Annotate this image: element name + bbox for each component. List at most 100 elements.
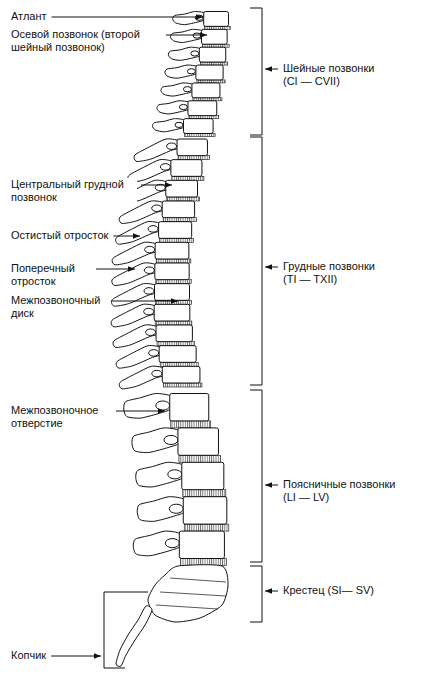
vertebral-arch <box>132 428 180 453</box>
vertebral-body <box>154 304 190 321</box>
leader-arrow <box>113 236 140 237</box>
intervertebral-disc <box>184 524 229 531</box>
transverse-process <box>183 87 191 92</box>
transverse-process <box>149 350 159 357</box>
intervertebral-disc <box>163 383 202 387</box>
coccyx-shape <box>116 606 152 667</box>
region-bracket <box>250 390 262 562</box>
vertebral-body <box>156 325 192 342</box>
vertebral-arch <box>134 139 179 162</box>
vertebral-arch <box>111 304 156 327</box>
transverse-process <box>152 370 162 377</box>
vertebral-body <box>166 180 198 197</box>
vertebral-body <box>204 12 229 27</box>
vertebral-arch <box>165 65 198 78</box>
leader-arrow <box>141 185 172 186</box>
leader-lines <box>51 17 278 656</box>
intervertebral-disc <box>171 421 211 428</box>
leader-arrow <box>52 17 203 18</box>
vertebral-arch <box>119 366 164 389</box>
vertebral-arch <box>170 29 203 42</box>
vertebral-arch <box>137 497 185 522</box>
transverse-process <box>179 104 187 109</box>
transverse-process <box>165 539 179 548</box>
part-label: Остистый отросток <box>10 229 109 242</box>
vertebral-body <box>183 119 213 134</box>
transverse-process <box>164 435 178 444</box>
vertebral-body <box>162 366 200 383</box>
vertebral-arch <box>124 393 172 418</box>
vertebral-arch <box>113 325 158 348</box>
leader-arrow <box>265 69 278 70</box>
leader-arrow <box>111 301 178 302</box>
transverse-process <box>191 51 199 56</box>
region-label: Поясничные позвонки (LI — LV) <box>282 478 409 504</box>
vertebral-arch <box>112 242 157 265</box>
transverse-process <box>144 308 154 315</box>
transverse-process <box>156 401 170 410</box>
intervertebral-disc <box>178 156 209 160</box>
part-label: Осевой позвонок (второй шейный позвонок) <box>10 28 162 54</box>
transverse-process <box>175 122 183 127</box>
vertebral-body <box>159 222 192 239</box>
transverse-process <box>160 164 170 171</box>
vertebral-arch <box>116 221 161 244</box>
vertebral-body <box>202 29 228 44</box>
intervertebral-disc <box>179 455 221 462</box>
transverse-process <box>167 143 177 150</box>
intervertebral-disc <box>160 238 194 242</box>
vertebral-body <box>159 346 196 363</box>
vertebral-body <box>182 462 224 489</box>
vertebral-arch <box>136 462 184 487</box>
part-label: Копчик <box>10 649 47 662</box>
vertebral-body <box>177 139 207 156</box>
vertebral-column <box>111 11 230 666</box>
coccyx-bracket <box>104 592 148 668</box>
vertebral-arch <box>161 83 194 96</box>
sacrum-shape <box>148 565 228 622</box>
transverse-process <box>169 504 183 513</box>
transverse-process <box>168 470 182 479</box>
vertebral-body <box>155 242 189 259</box>
region-label: Крестец (SI— SV) <box>282 584 375 597</box>
part-label: Поперечный отросток <box>10 262 92 288</box>
vertebral-arch <box>119 201 164 224</box>
brackets <box>104 8 262 668</box>
vertebral-body <box>183 497 227 524</box>
part-label: Межпозвоночное отверстие <box>10 404 112 430</box>
sacral-line <box>156 605 218 609</box>
transverse-process <box>148 226 158 233</box>
part-label: Центральный грудной позвонок <box>10 178 137 204</box>
vertebral-arch <box>133 531 181 556</box>
transverse-process <box>146 329 156 336</box>
region-label: Грудные позвонки (TI — TXII) <box>282 260 392 286</box>
transverse-process <box>193 33 201 38</box>
vertebral-body <box>196 65 223 80</box>
vertebral-arch <box>152 119 185 132</box>
vertebral-arch <box>112 263 157 286</box>
intervertebral-disc <box>172 176 204 180</box>
vertebral-body <box>171 160 202 177</box>
vertebral-body <box>178 428 219 455</box>
vertebral-body <box>155 263 189 280</box>
transverse-process <box>152 205 162 212</box>
vertebral-arch <box>173 11 206 24</box>
vertebral-arch <box>157 101 190 114</box>
leader-arrow <box>166 35 207 36</box>
region-bracket <box>250 566 262 622</box>
transverse-process <box>145 246 155 253</box>
transverse-process <box>187 69 195 74</box>
transverse-process <box>195 15 203 20</box>
region-bracket <box>250 137 262 385</box>
intervertebral-disc <box>155 321 192 325</box>
vertebral-body <box>179 531 224 558</box>
intervertebral-disc <box>163 218 196 222</box>
leader-arrow <box>265 591 278 592</box>
transverse-process <box>144 288 154 295</box>
region-bracket <box>250 8 262 135</box>
vertebral-arch <box>116 345 161 368</box>
vertebral-body <box>188 101 217 116</box>
